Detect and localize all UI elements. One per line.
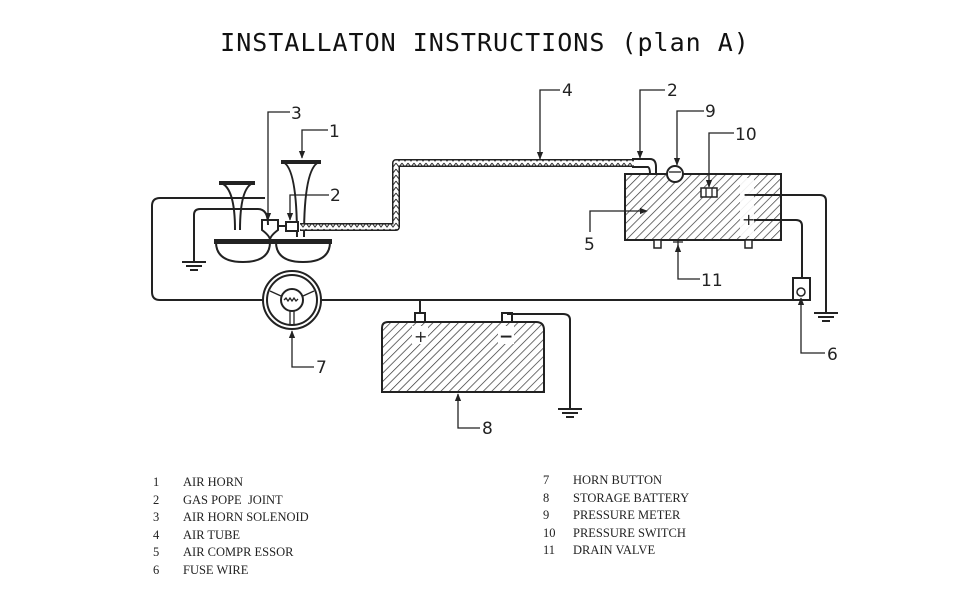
callout-4: 4 <box>562 81 573 101</box>
compressor-plus-terminal: + <box>742 210 755 229</box>
callout-2-horn: 2 <box>330 186 341 206</box>
battery-plus-terminal: + <box>414 327 427 346</box>
compressor-foot <box>653 239 662 249</box>
air-compressor <box>624 173 782 241</box>
compressor-foot <box>744 239 753 249</box>
compressor-negative-wire <box>754 194 827 312</box>
compressor-minus-terminal: − <box>743 185 756 204</box>
diagram-title: INSTALLATON INSTRUCTIONS (plan A) <box>220 28 750 57</box>
horn-base-plate <box>214 239 332 244</box>
horn-ground-wire <box>193 208 269 262</box>
callout-2-compressor: 2 <box>667 81 678 101</box>
leader-lines <box>264 89 825 429</box>
storage-battery <box>381 321 545 393</box>
callout-3: 3 <box>291 104 302 124</box>
callout-1: 1 <box>329 122 340 142</box>
gas-pipe-joint-horn <box>285 221 299 232</box>
gas-pipe-joint-compressor <box>632 158 657 175</box>
callout-8: 8 <box>482 419 493 439</box>
air-horn-small <box>214 181 272 264</box>
callout-7: 7 <box>316 358 327 378</box>
callout-5: 5 <box>584 235 595 255</box>
compressor-ground-icon <box>814 312 838 322</box>
pressure-switch <box>700 187 718 198</box>
callout-11: 11 <box>701 271 723 291</box>
callout-10: 10 <box>735 125 757 145</box>
air-horn-large <box>274 160 332 264</box>
pressure-meter <box>666 165 684 183</box>
air-tube <box>300 159 634 231</box>
battery-ground-wire <box>507 313 571 408</box>
horn-button <box>262 270 322 330</box>
callout-6: 6 <box>827 345 838 365</box>
compressor-positive-wire <box>754 219 803 280</box>
battery-ground-icon <box>558 408 582 418</box>
main-wire <box>151 197 800 301</box>
horn-ground-icon <box>182 261 206 271</box>
air-horn-solenoid <box>261 219 279 241</box>
callout-9: 9 <box>705 102 716 122</box>
battery-minus-terminal: − <box>499 327 513 347</box>
